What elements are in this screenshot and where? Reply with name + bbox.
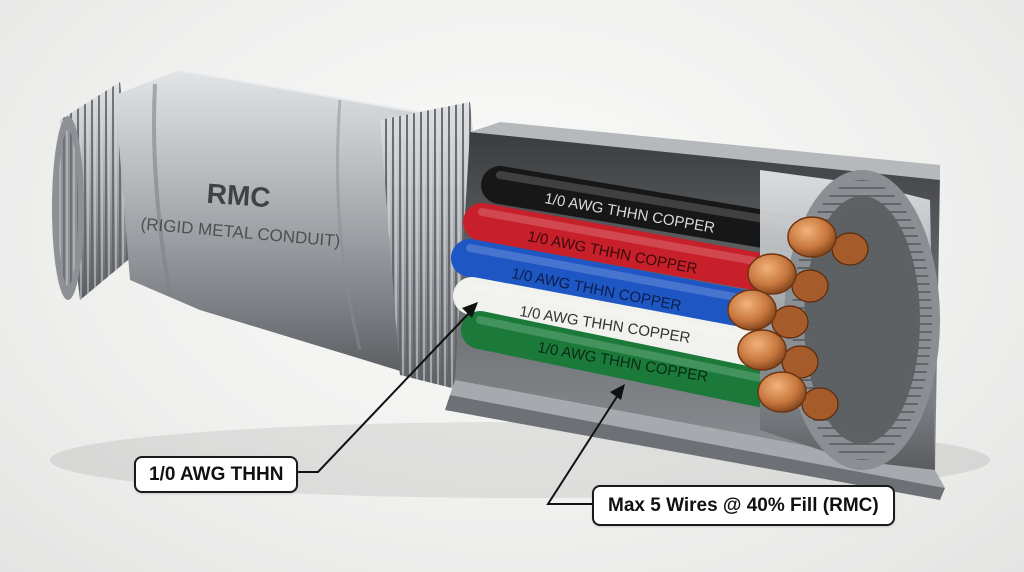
copper-end-back-5 xyxy=(801,387,839,421)
arrowhead-fill xyxy=(610,384,625,400)
copper-end-1 xyxy=(787,216,837,258)
cutaway-lower-wall xyxy=(445,380,945,500)
copper-end-back-1 xyxy=(831,232,869,266)
callout-leaders xyxy=(296,302,625,505)
wire-1 xyxy=(481,166,819,254)
wire-4 xyxy=(453,277,769,367)
copper-end-4 xyxy=(737,329,787,371)
wire-highlight-3 xyxy=(466,244,744,302)
leader-fill xyxy=(546,394,619,505)
pipe-body xyxy=(115,68,430,380)
wire-highlight-2 xyxy=(478,208,764,266)
wire-3 xyxy=(451,239,759,327)
conduit-title: RMC xyxy=(206,178,272,213)
wire-2 xyxy=(463,203,779,291)
copper-end-back-2 xyxy=(791,269,829,303)
leader-awg xyxy=(296,311,471,473)
wire-type-callout: 1/0 AWG THHN xyxy=(134,456,299,493)
wire-5 xyxy=(461,311,789,409)
copper-end-2 xyxy=(747,253,797,295)
copper-end-5 xyxy=(757,371,807,413)
wire-highlight-4 xyxy=(468,282,754,342)
fill-limit-callout: Max 5 Wires @ 40% Fill (RMC) xyxy=(592,485,895,526)
copper-end-3 xyxy=(727,289,777,331)
wire-highlight-1 xyxy=(496,171,804,229)
copper-end-back-3 xyxy=(771,305,809,339)
copper-conductor-ends xyxy=(727,216,869,421)
wire-highlight-5 xyxy=(476,316,774,384)
arrowhead-awg xyxy=(462,302,478,318)
